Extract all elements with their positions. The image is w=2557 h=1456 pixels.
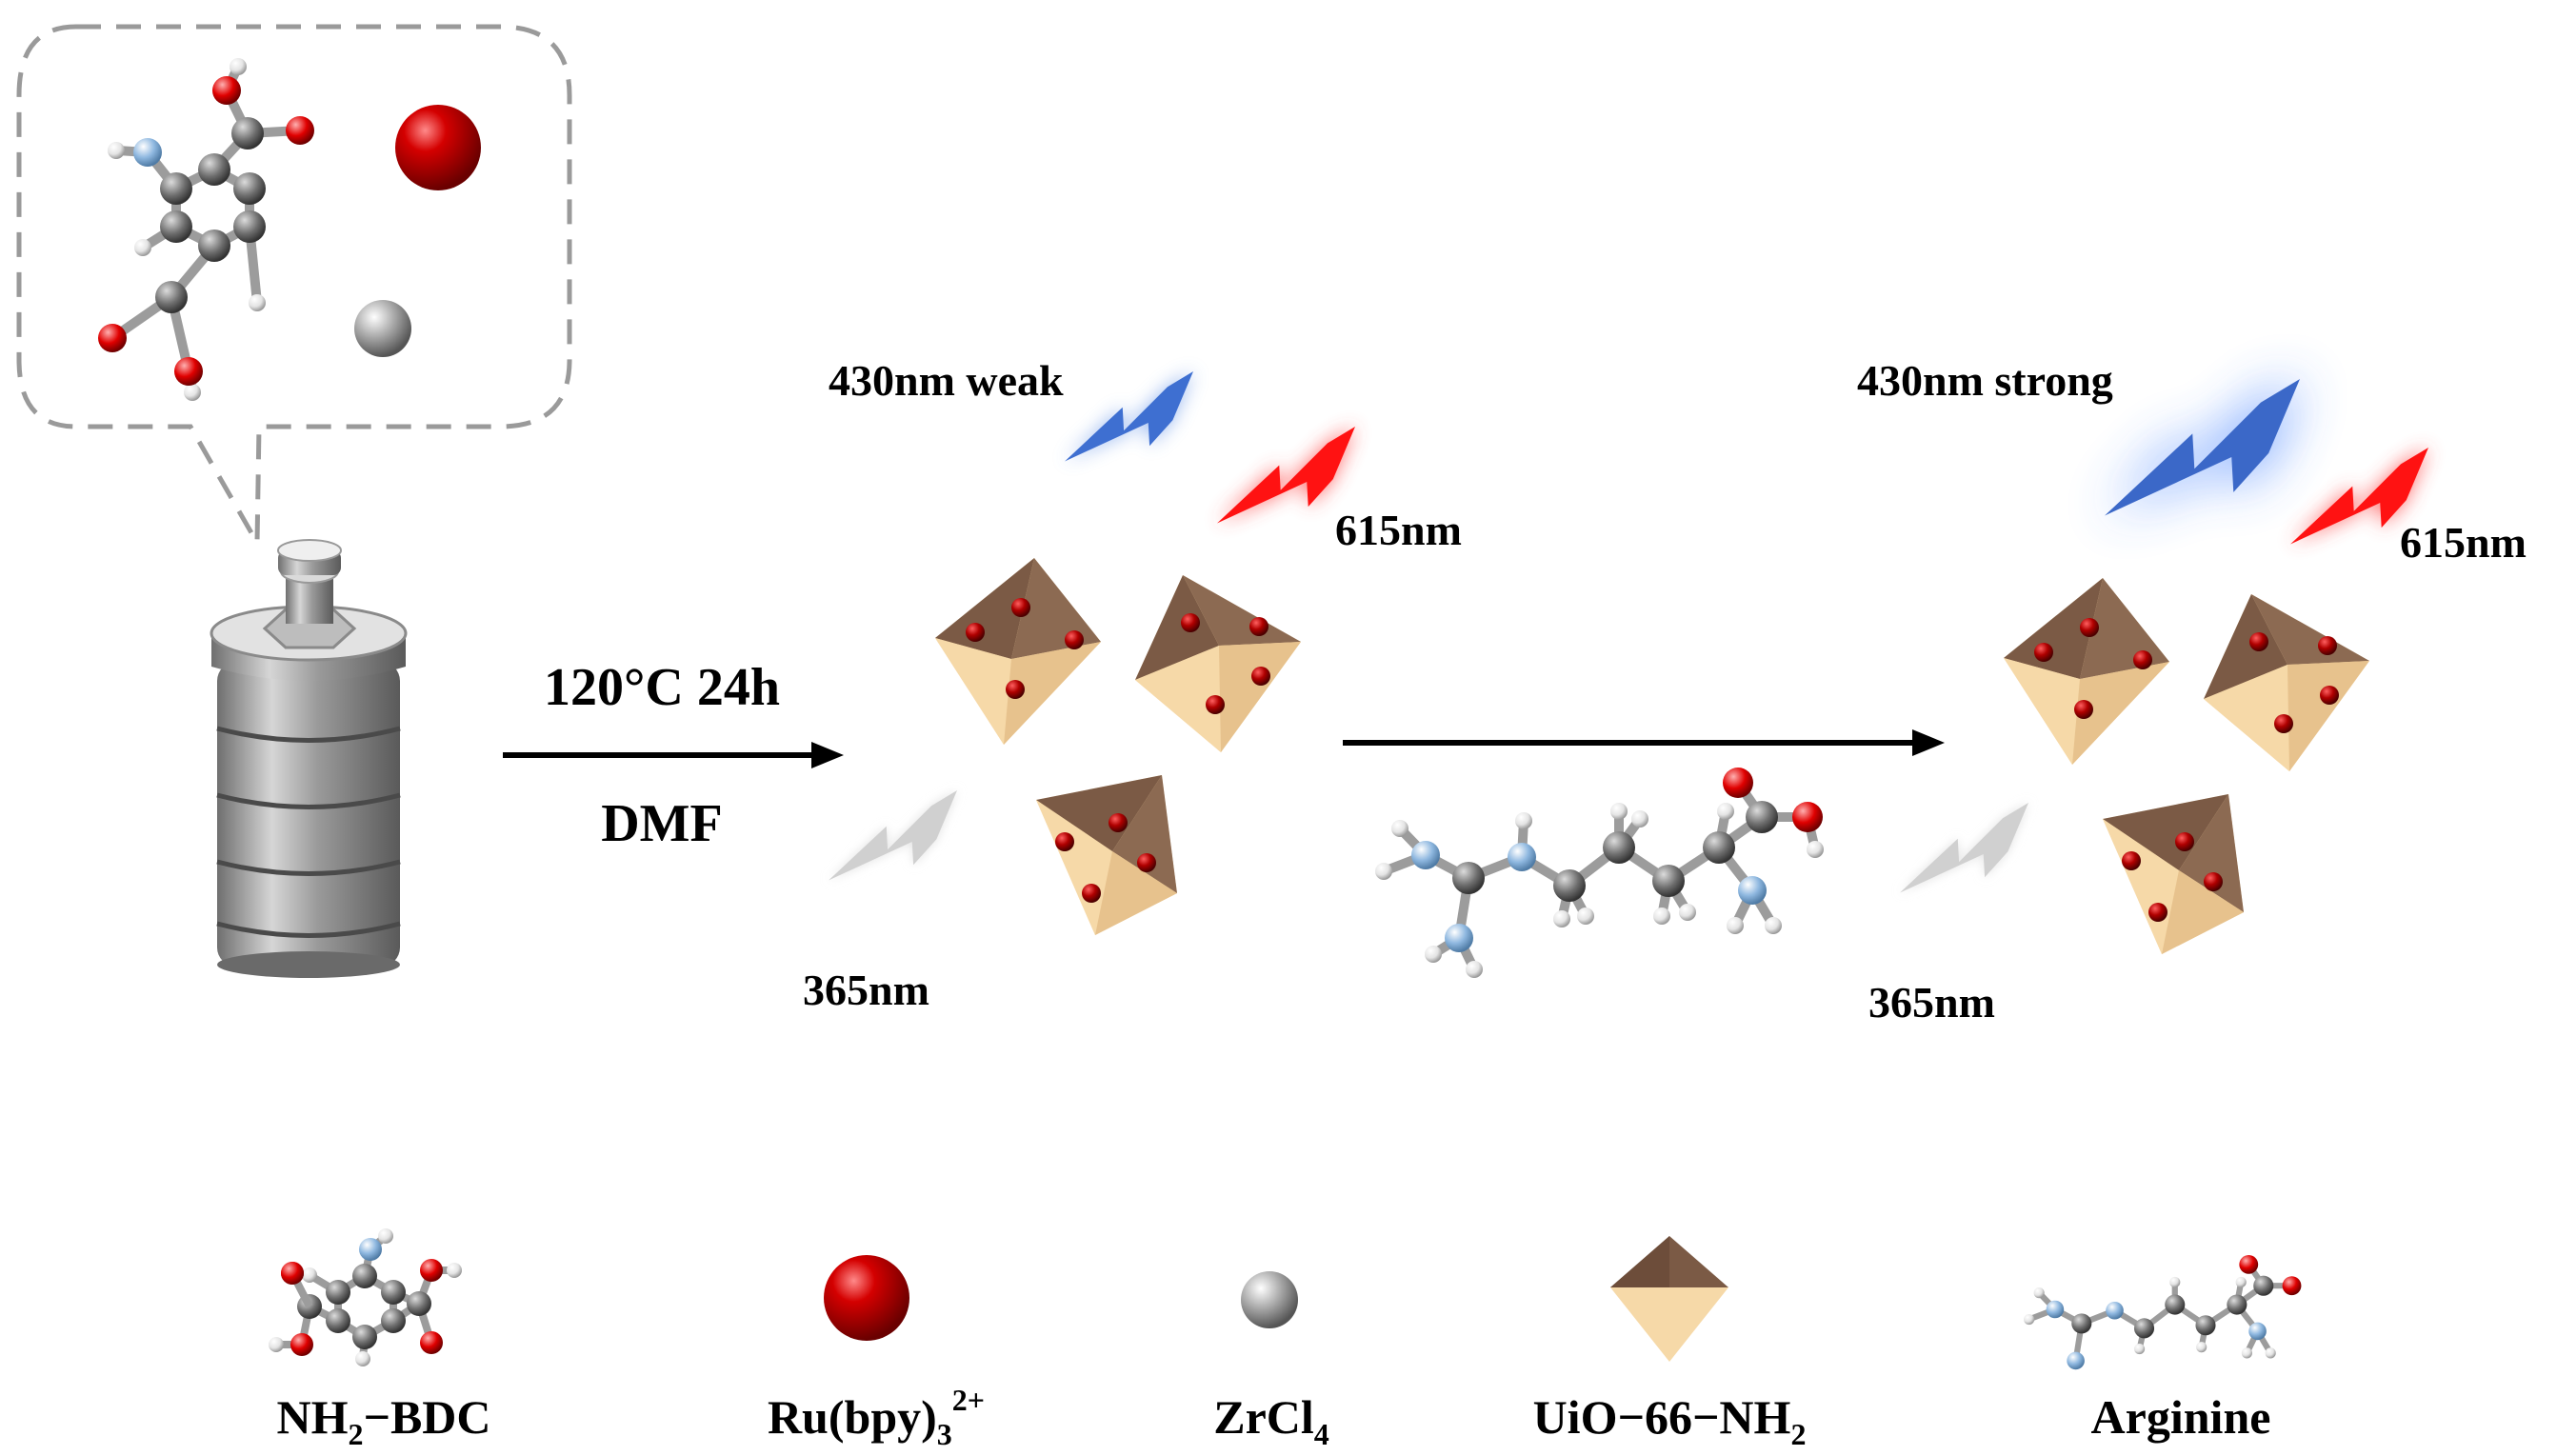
uio-66-nh2-crystal [1135,575,1301,752]
condition-temperature-time: 120°C 24h [544,658,780,717]
uio-66-nh2-crystal [2004,578,2169,765]
uio-66-nh2-crystal [1036,775,1177,935]
blue-emission-bolt-strong [2105,379,2300,516]
emission-label-red-after: 615nm [2400,518,2527,567]
synthesis-arrow [503,742,844,768]
blue-emission-bolt-weak [1065,371,1193,462]
emission-label-red-before: 615nm [1335,506,1462,554]
ru-bpy-sphere-bubble [395,105,481,190]
legend-uio-66-nh2-label: UiO−66−NH2 [1533,1390,1807,1451]
legend-ru-bpy-label: Ru(bpy)32+ [768,1383,985,1451]
legend-uio-66-nh2-icon [1610,1236,1728,1362]
emission-label-blue-weak: 430nm weak [829,356,1064,405]
arginine-molecule [1375,768,1824,978]
emission-label-blue-strong: 430nm strong [1857,356,2113,405]
autoclave-icon [210,539,408,978]
zr-sphere-bubble [354,300,411,357]
legend-arginine-label: Arginine [2091,1390,2271,1444]
legend-ru-bpy-icon [824,1255,909,1341]
excitation-label-after: 365nm [1868,978,1995,1027]
precursor-bubble [16,24,572,552]
excitation-label-before: 365nm [803,966,929,1014]
uio-66-nh2-crystal [935,558,1101,745]
uio-66-nh2-crystal [2204,594,2369,771]
excitation-bolt [829,790,957,881]
mof-group-after [1900,379,2428,954]
legend-arginine-icon [2024,1254,2302,1370]
nh2-bdc-molecule [98,58,314,401]
legend-zrcl4-icon [1241,1271,1298,1328]
excitation-bolt [1900,803,2028,893]
arginine-arrow [1343,729,1945,756]
uio-66-nh2-crystal [2103,794,2244,954]
legend: NH2−BDC Ru(bpy)32+ ZrCl4 UiO−66−NH2 [269,1228,2302,1451]
legend-nh2-bdc-icon [269,1228,462,1366]
legend-zrcl4-label: ZrCl4 [1213,1390,1329,1451]
mof-group-before [829,371,1355,935]
legend-nh2-bdc-label: NH2−BDC [276,1390,490,1451]
condition-solvent: DMF [601,794,723,853]
